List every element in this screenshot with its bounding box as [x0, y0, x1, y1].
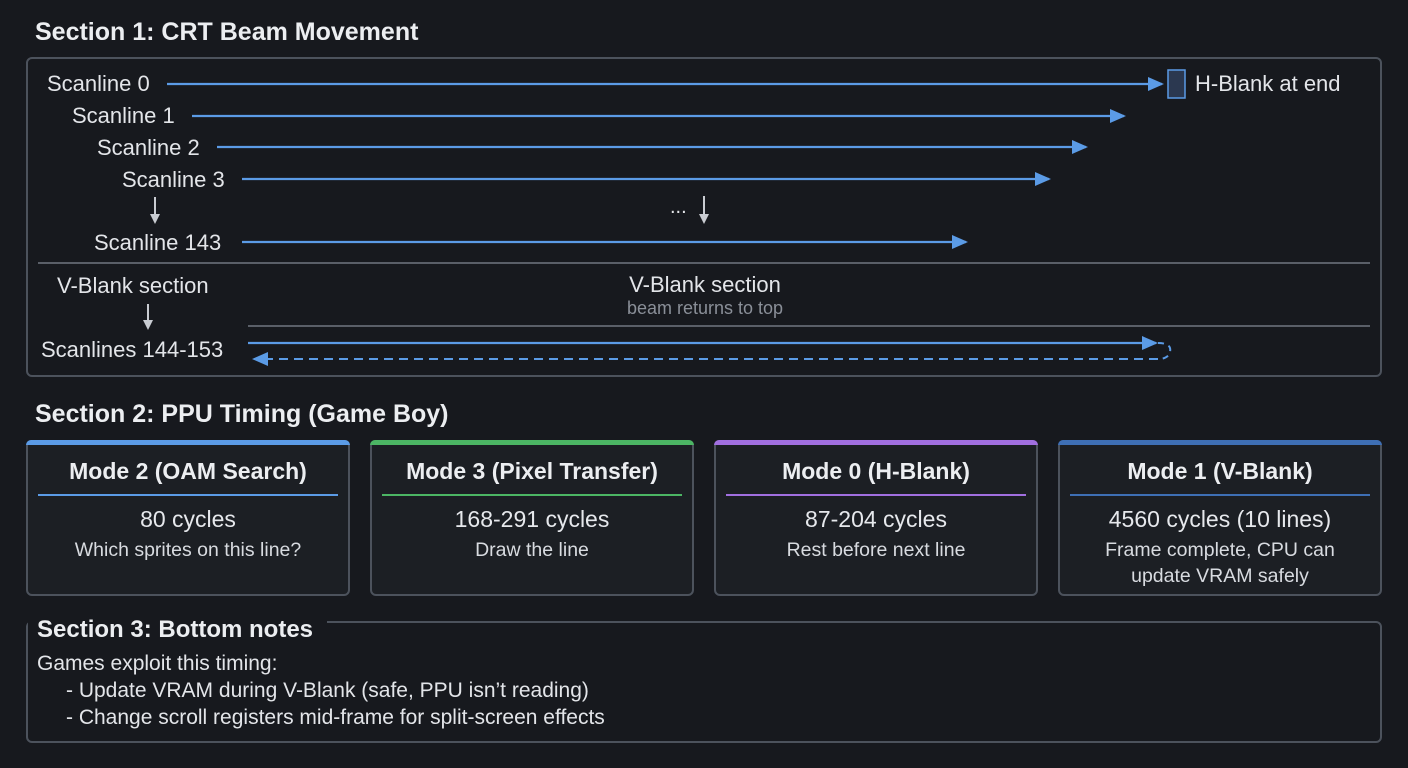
beam-diagram — [38, 69, 1370, 366]
mode-3-divider — [382, 494, 682, 496]
mode-2-card: Mode 2 (OAM Search) 80 cycles Which spri… — [26, 440, 350, 596]
vblank-lines-label: Scanlines 144-153 — [41, 337, 224, 362]
mode-2-title: Mode 2 (OAM Search) — [69, 458, 307, 484]
mode-3-accent-bar — [370, 440, 694, 445]
crt-beam-panel — [26, 57, 1382, 377]
mode-0-cycles: 87-204 cycles — [805, 506, 947, 532]
mode-2-description: Which sprites on this line? — [74, 539, 302, 561]
mode-0-card: Mode 0 (H-Blank) 87-204 cycles Rest befo… — [714, 440, 1038, 596]
section2-title: Section 2: PPU Timing (Game Boy) — [35, 400, 449, 428]
mode-3-description: Draw the line — [475, 539, 589, 561]
mode-0-title: Mode 0 (H-Blank) — [782, 458, 970, 484]
mode-3-title: Mode 3 (Pixel Transfer) — [406, 458, 658, 484]
mode-2-divider — [38, 494, 338, 496]
section1-title: Section 1: CRT Beam Movement — [35, 18, 419, 46]
scanline-3-label: Scanline 3 — [122, 167, 225, 192]
hblank-label: H-Blank at end — [1195, 71, 1341, 96]
notes-intro: Games exploit this timing: — [37, 652, 278, 675]
scanline-0-label: Scanline 0 — [47, 71, 150, 96]
vblank-return-curve — [1157, 342, 1172, 360]
ellipsis-label: ... — [670, 196, 687, 218]
notes-panel — [26, 621, 1382, 743]
mode-1-accent-bar — [1058, 440, 1382, 445]
mode-1-card: Mode 1 (V-Blank) 4560 cycles (10 lines) … — [1058, 440, 1382, 596]
vblank-center-sublabel: beam returns to top — [626, 298, 784, 318]
mode-3-card: Mode 3 (Pixel Transfer) 168-291 cycles D… — [370, 440, 694, 596]
mode-0-description: Rest before next line — [786, 539, 966, 561]
scanline-143-label: Scanline 143 — [94, 230, 222, 255]
scanline-2-label: Scanline 2 — [97, 135, 200, 160]
mode-0-divider — [726, 494, 1026, 496]
vblank-left-label: V-Blank section — [57, 273, 209, 298]
section3-title: Section 3: Bottom notes — [28, 612, 328, 648]
mode-1-title: Mode 1 (V-Blank) — [1127, 458, 1313, 484]
mode-0-accent-bar — [714, 440, 1038, 445]
notes-item-2: - Change scroll registers mid-frame for … — [66, 706, 605, 729]
mode-2-cycles: 80 cycles — [140, 506, 236, 532]
scanline-1-label: Scanline 1 — [72, 103, 175, 128]
mode-3-cycles: 168-291 cycles — [454, 506, 610, 532]
vblank-center-label: V-Blank section — [629, 272, 781, 297]
hblank-marker — [1167, 69, 1186, 99]
mode-1-cycles: 4560 cycles (10 lines) — [1108, 506, 1332, 532]
mode-1-description: Frame complete, CPU can update VRAM safe… — [1105, 539, 1335, 587]
mode-1-divider — [1070, 494, 1370, 496]
mode-2-accent-bar — [26, 440, 350, 445]
notes-item-1: - Update VRAM during V-Blank (safe, PPU … — [66, 679, 589, 702]
